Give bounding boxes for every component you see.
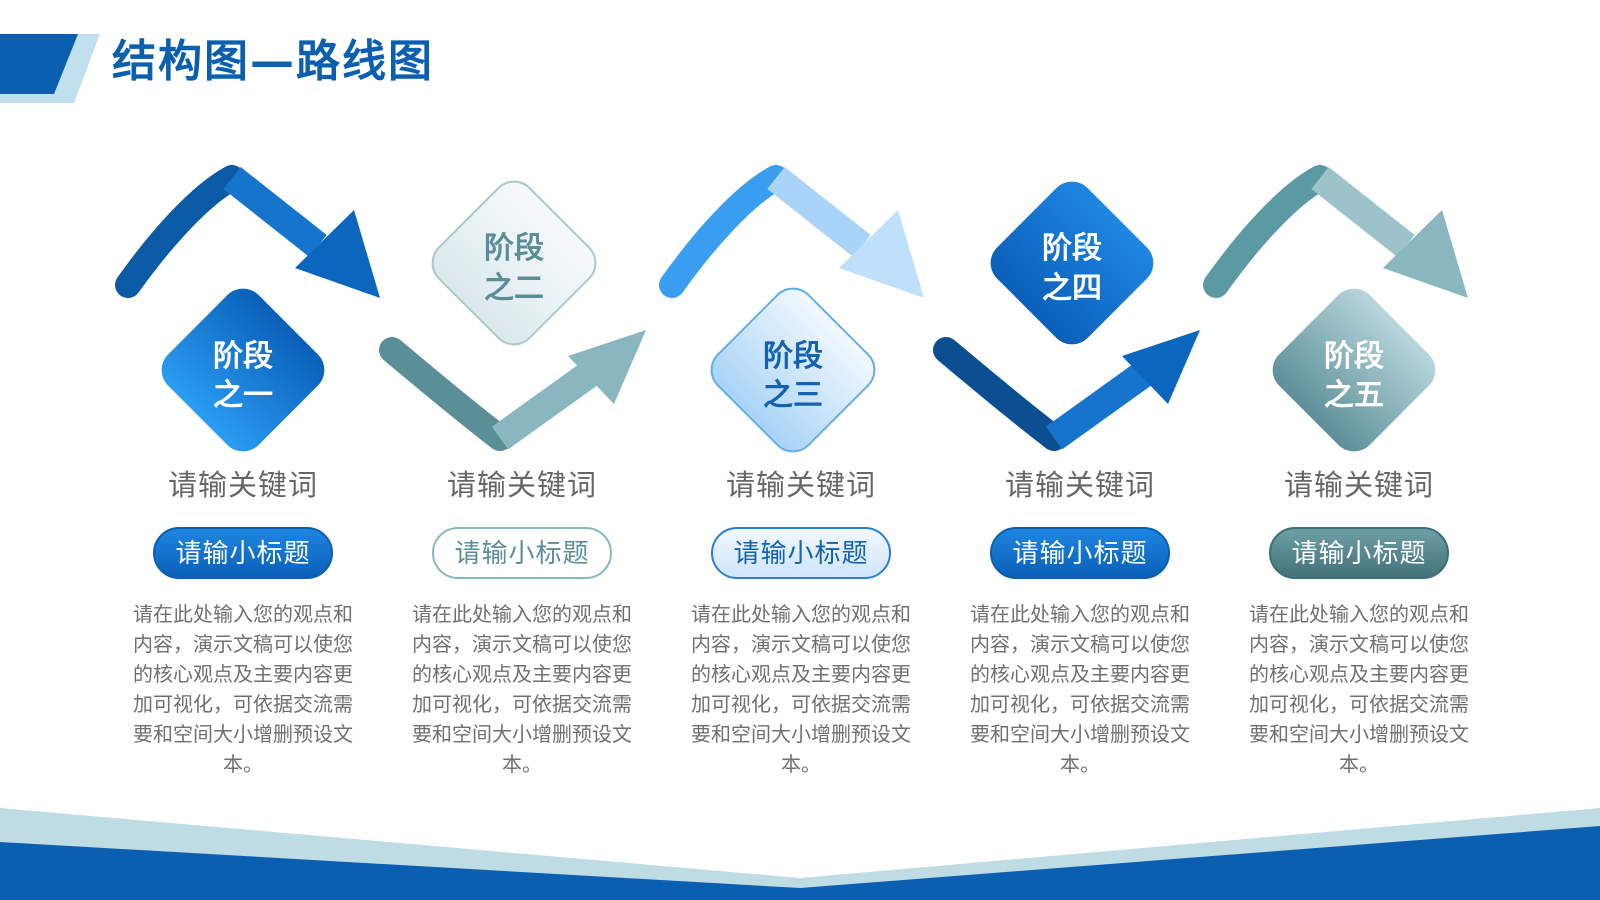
- stage-2-subtitle-pill: 请输小标题: [432, 527, 612, 579]
- stage-1-diamond: 阶段 之一: [161, 288, 325, 452]
- bottom-decorative-band: [0, 808, 1600, 900]
- stage-1-arrow: [115, 165, 380, 298]
- stage-4-arrow: [933, 330, 1200, 451]
- stage-2-arrow: [379, 330, 646, 451]
- stage-2-label-line2: 之二: [484, 271, 544, 306]
- stage-3-diamond: 阶段 之三: [710, 287, 876, 453]
- roadmap-diagram: 阶段 之一 阶段 之二 阶段 之三 阶段 之四 阶段 之五: [115, 165, 1468, 453]
- stage-5-subtitle-pill: 请输小标题: [1269, 527, 1449, 579]
- stage-2-keyword: 请输关键词: [446, 468, 597, 502]
- stage-4-description: 请在此处输入您的观点和内容，演示文稿可以使您的核心观点及主要内容更加可视化，可依…: [970, 602, 1190, 776]
- page-title: 结构图—路线图: [112, 36, 434, 87]
- stage-1-subtitle-pill: 请输小标题: [153, 527, 333, 579]
- stage-3-label-line1: 阶段: [763, 339, 823, 374]
- stage-4-column: 请输关键词 请输小标题 请在此处输入您的观点和内容，演示文稿可以使您的核心观点及…: [940, 465, 1220, 779]
- stage-4-subtitle-pill: 请输小标题: [990, 527, 1170, 579]
- stage-3-column: 请输关键词 请输小标题 请在此处输入您的观点和内容，演示文稿可以使您的核心观点及…: [661, 465, 941, 779]
- stage-5-label-line1: 阶段: [1324, 339, 1384, 374]
- stage-1-label-line2: 之一: [213, 378, 273, 413]
- stage-3-keyword: 请输关键词: [725, 468, 876, 502]
- stage-1-column: 请输关键词 请输小标题 请在此处输入您的观点和内容，演示文稿可以使您的核心观点及…: [103, 465, 383, 779]
- stage-1-description: 请在此处输入您的观点和内容，演示文稿可以使您的核心观点及主要内容更加可视化，可依…: [133, 602, 353, 776]
- stage-1-keyword: 请输关键词: [167, 468, 318, 502]
- stage-3-description: 请在此处输入您的观点和内容，演示文稿可以使您的核心观点及主要内容更加可视化，可依…: [691, 602, 911, 776]
- stage-2-label-line1: 阶段: [484, 231, 544, 266]
- stage-5-description: 请在此处输入您的观点和内容，演示文稿可以使您的核心观点及主要内容更加可视化，可依…: [1249, 602, 1469, 776]
- stage-5-keyword: 请输关键词: [1283, 468, 1434, 502]
- stage-2-column: 请输关键词 请输小标题 请在此处输入您的观点和内容，演示文稿可以使您的核心观点及…: [382, 465, 662, 779]
- stage-4-keyword: 请输关键词: [1004, 468, 1155, 502]
- stage-5-label-line2: 之五: [1324, 378, 1384, 413]
- stage-5-diamond: 阶段 之五: [1272, 288, 1436, 452]
- stage-2-description: 请在此处输入您的观点和内容，演示文稿可以使您的核心观点及主要内容更加可视化，可依…: [412, 602, 632, 776]
- stage-5-arrow: [1203, 165, 1468, 298]
- stage-3-arrow: [659, 165, 924, 298]
- stage-3-label-line2: 之三: [763, 378, 823, 413]
- title-accent-bar: [0, 34, 100, 103]
- stage-5-column: 请输关键词 请输小标题 请在此处输入您的观点和内容，演示文稿可以使您的核心观点及…: [1219, 465, 1499, 779]
- stage-1-label-line1: 阶段: [213, 339, 273, 374]
- stage-4-diamond: 阶段 之四: [990, 181, 1154, 345]
- stage-4-label-line2: 之四: [1042, 271, 1102, 306]
- stage-4-label-line1: 阶段: [1042, 231, 1102, 266]
- stage-3-subtitle-pill: 请输小标题: [711, 527, 891, 579]
- stage-2-diamond: 阶段 之二: [431, 180, 597, 346]
